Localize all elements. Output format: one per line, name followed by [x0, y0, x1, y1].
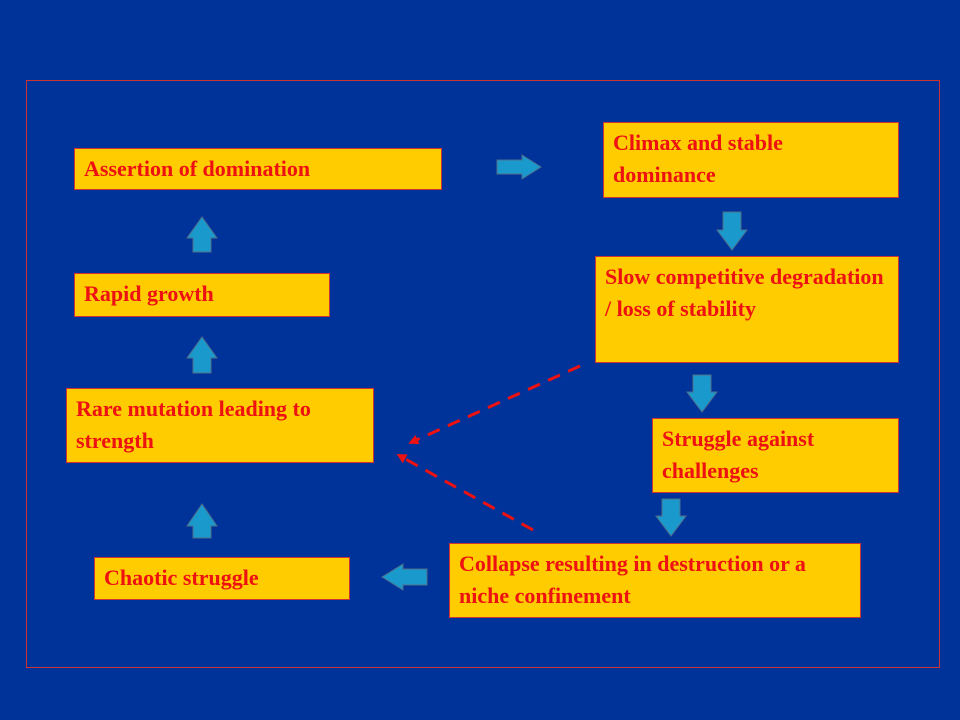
node-label: Rapid growth: [84, 281, 214, 306]
node-label: Assertion of domination: [84, 156, 311, 181]
node-climax-and-stable-dominance: Climax and stable dominance: [603, 122, 899, 198]
node-rare-mutation: Rare mutation leading to strength: [66, 388, 374, 463]
arrow-up-icon: [186, 336, 218, 374]
arrow-down-icon: [686, 374, 718, 413]
arrow-up-icon: [186, 216, 218, 253]
node-rapid-growth: Rapid growth: [74, 273, 330, 317]
node-slow-competitive-degradation: Slow competitive degradation / loss of s…: [595, 256, 899, 363]
node-label: Collapse resulting in destruction or a n…: [459, 551, 806, 608]
node-label: Chaotic struggle: [104, 565, 259, 590]
node-label: Slow competitive degradation / loss of s…: [605, 264, 884, 321]
node-collapse: Collapse resulting in destruction or a n…: [449, 543, 861, 618]
arrow-right-icon: [496, 154, 542, 180]
node-label: Rare mutation leading to strength: [76, 396, 311, 453]
arrow-up-icon: [186, 503, 218, 539]
node-label: Climax and stable dominance: [613, 130, 783, 187]
arrow-down-icon: [655, 498, 687, 537]
diagram-frame: [26, 80, 940, 668]
dashed-arrow-degradation-to-mutation: [408, 364, 581, 445]
dashed-arrow-collapse-to-mutation: [396, 454, 534, 532]
node-assertion-of-domination: Assertion of domination: [74, 148, 442, 190]
arrow-down-icon: [716, 211, 748, 251]
arrow-left-icon: [381, 563, 428, 591]
node-chaotic-struggle: Chaotic struggle: [94, 557, 350, 600]
node-struggle-against-challenges: Struggle against challenges: [652, 418, 899, 493]
node-label: Struggle against challenges: [662, 426, 815, 483]
